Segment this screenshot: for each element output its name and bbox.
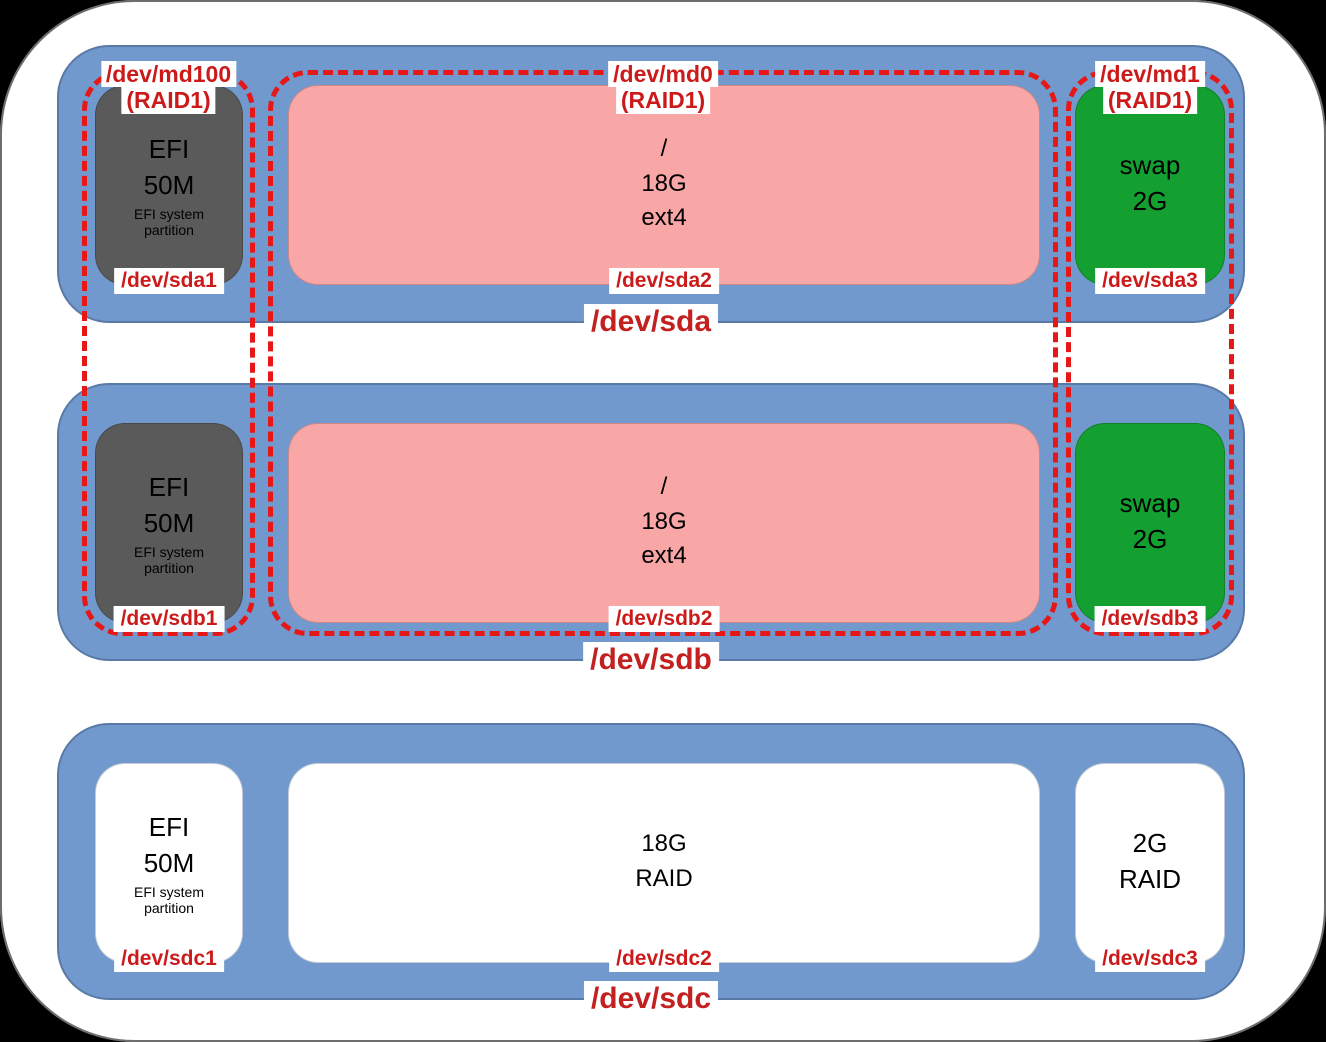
partition-sda1-subtext: EFI system partition (133, 205, 204, 238)
disk-sda: EFI 50M EFI system partition /dev/sda1 /… (57, 45, 1245, 340)
partition-sdc3-text: 2G RAID (1118, 828, 1182, 894)
partition-sdc2-label: /dev/sdc2 (609, 946, 719, 972)
partition-sdb1: EFI 50M EFI system partition /dev/sdb1 (95, 423, 243, 632)
partition-sdc3-label: /dev/sdc3 (1095, 946, 1205, 972)
partition-sda3-text: swap 2G (1119, 150, 1181, 216)
partition-sdc3: 2G RAID /dev/sdc3 (1075, 763, 1225, 972)
partition-sdc1-subtext: EFI system partition (133, 883, 204, 916)
partition-sda1-text: EFI 50M (143, 134, 195, 200)
partition-sda3: swap 2G /dev/sda3 (1075, 85, 1225, 294)
partition-sda2: / 18G ext4 /dev/sda2 (288, 85, 1040, 294)
partition-sdc1-label: /dev/sdc1 (114, 946, 224, 972)
partition-sdb3-text: swap 2G (1119, 488, 1181, 554)
disk-sdc: EFI 50M EFI system partition /dev/sdc1 1… (57, 723, 1245, 1017)
partition-sdb1-label: /dev/sdb1 (113, 606, 225, 632)
partition-sda1: EFI 50M EFI system partition /dev/sda1 (95, 85, 243, 294)
partition-sdb1-subtext: EFI system partition (133, 543, 204, 576)
partition-sdb3-label: /dev/sdb3 (1094, 606, 1206, 632)
partition-sda3-label: /dev/sda3 (1095, 268, 1205, 294)
partition-sdb2: / 18G ext4 /dev/sdb2 (288, 423, 1040, 632)
disk-sdb-label: /dev/sdb (583, 642, 719, 678)
disk-sda-label: /dev/sda (583, 304, 719, 340)
partition-sdc1: EFI 50M EFI system partition /dev/sdc1 (95, 763, 243, 972)
partition-sdc2: 18G RAID /dev/sdc2 (288, 763, 1040, 972)
partition-sda2-text: / 18G ext4 (641, 134, 687, 232)
partition-sda1-label: /dev/sda1 (114, 268, 224, 294)
partition-sdb1-text: EFI 50M (143, 472, 195, 538)
partition-sdc2-text: 18G RAID (635, 830, 693, 892)
partition-sdc1-text: EFI 50M (143, 812, 195, 878)
partition-sdb2-text: / 18G ext4 (641, 472, 687, 570)
partition-sdb2-label: /dev/sdb2 (608, 606, 720, 632)
disk-sdb: EFI 50M EFI system partition /dev/sdb1 /… (57, 383, 1245, 678)
partition-sdb3: swap 2G /dev/sdb3 (1075, 423, 1225, 632)
partition-sda2-label: /dev/sda2 (609, 268, 719, 294)
disk-sdc-label: /dev/sdc (583, 981, 719, 1017)
